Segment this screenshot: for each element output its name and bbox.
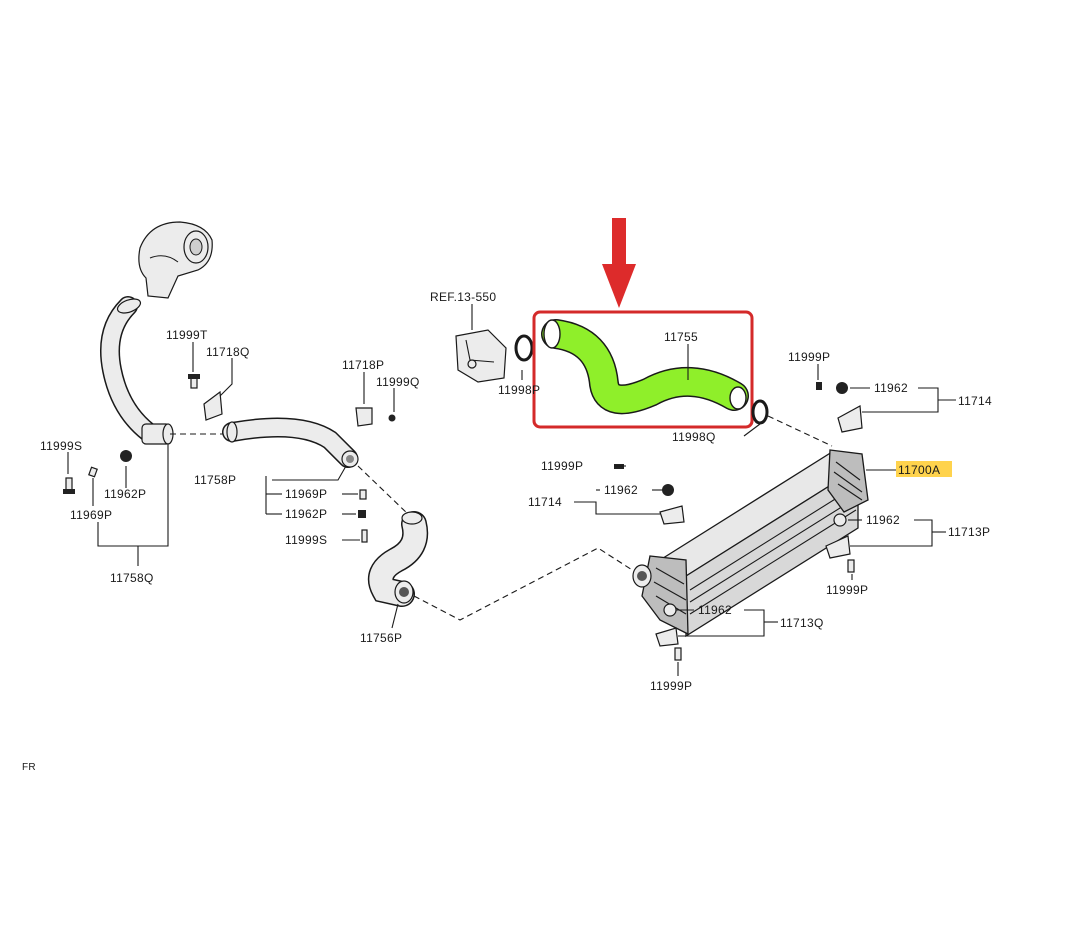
highlight-box xyxy=(532,310,754,429)
part-labels: REF.13-550 11755 11998P 11998Q 11999T 11… xyxy=(22,290,992,773)
connector-line-2 xyxy=(357,465,411,517)
grommet-11962-top xyxy=(836,382,848,394)
label-11999P-top: 11999P xyxy=(788,350,830,364)
bolt-11999Q xyxy=(388,414,396,422)
bracket-11718P xyxy=(355,407,373,427)
label-11755: 11755 xyxy=(664,330,698,344)
grommet-11962-mid xyxy=(662,484,674,496)
label-11998P: 11998P xyxy=(498,383,540,397)
throttle-body-ref xyxy=(455,329,507,383)
bracket-11713P xyxy=(825,535,851,559)
hose-11758Q xyxy=(100,296,174,445)
label-11969P-left: 11969P xyxy=(70,508,112,522)
label-corner: FR xyxy=(22,762,36,773)
label-ref: REF.13-550 xyxy=(430,290,496,304)
label-11999P-bottom: 11999P xyxy=(650,679,692,693)
turbocharger xyxy=(138,221,213,299)
label-highlight xyxy=(896,461,952,477)
label-11713Q: 11713Q xyxy=(780,616,824,630)
connector-line-4 xyxy=(767,415,833,447)
label-11999T: 11999T xyxy=(166,328,208,342)
label-11714-right: 11714 xyxy=(958,394,992,408)
label-11758P: 11758P xyxy=(194,473,236,487)
label-11718P: 11718P xyxy=(342,358,384,372)
label-11713P: 11713P xyxy=(948,525,990,539)
label-11718Q: 11718Q xyxy=(206,345,250,359)
label-11998Q: 11998Q xyxy=(672,430,716,444)
label-11962P-left: 11962P xyxy=(104,487,146,501)
clamp-11998Q xyxy=(751,399,769,425)
indicator-arrow xyxy=(602,218,636,308)
grommet-11962P-left xyxy=(120,450,132,462)
bracket-11713Q xyxy=(655,627,679,647)
label-11758Q: 11758Q xyxy=(110,571,154,585)
label-11999P-mid: 11999P xyxy=(541,459,583,473)
bracket-11718Q xyxy=(203,390,223,421)
pipe-11758P xyxy=(222,417,359,468)
label-11962P-mid: 11962P xyxy=(285,507,327,521)
hose-11756P xyxy=(368,511,429,607)
bolt-11999S-left xyxy=(63,477,75,494)
grommet-11962-bottom xyxy=(663,603,677,617)
label-11962-bottom: 11962 xyxy=(698,603,732,617)
bolt-11999T xyxy=(188,374,200,389)
bolt-11999P-bottom xyxy=(674,647,682,661)
connector-line-3 xyxy=(413,547,641,621)
label-11700A: 11700A xyxy=(898,463,940,477)
label-11999Q: 11999Q xyxy=(376,375,420,389)
label-11962-right: 11962 xyxy=(866,513,900,527)
clamp-11998P xyxy=(514,334,534,362)
label-11962-mid: 11962 xyxy=(604,483,638,497)
bolt-11999P-top xyxy=(816,382,822,390)
label-11999P-right: 11999P xyxy=(826,583,868,597)
clip-11969P-left xyxy=(88,466,98,478)
label-11756P: 11756P xyxy=(360,631,402,645)
bracket-11714-left xyxy=(659,505,685,525)
leader-lines xyxy=(67,304,956,676)
bracket-11714-right xyxy=(837,405,863,433)
label-11969P-mid: 11969P xyxy=(285,487,327,501)
hose-11755-highlighted xyxy=(541,319,749,415)
small-parts-mid xyxy=(358,489,368,543)
label-11962-top: 11962 xyxy=(874,381,908,395)
label-11714-left: 11714 xyxy=(528,495,562,509)
label-11999S-left: 11999S xyxy=(40,439,82,453)
grommet-11962-right xyxy=(833,513,847,527)
intercooler-11700A xyxy=(632,449,869,638)
bolt-11999P-right xyxy=(847,559,855,573)
label-11999S-mid: 11999S xyxy=(285,533,327,547)
